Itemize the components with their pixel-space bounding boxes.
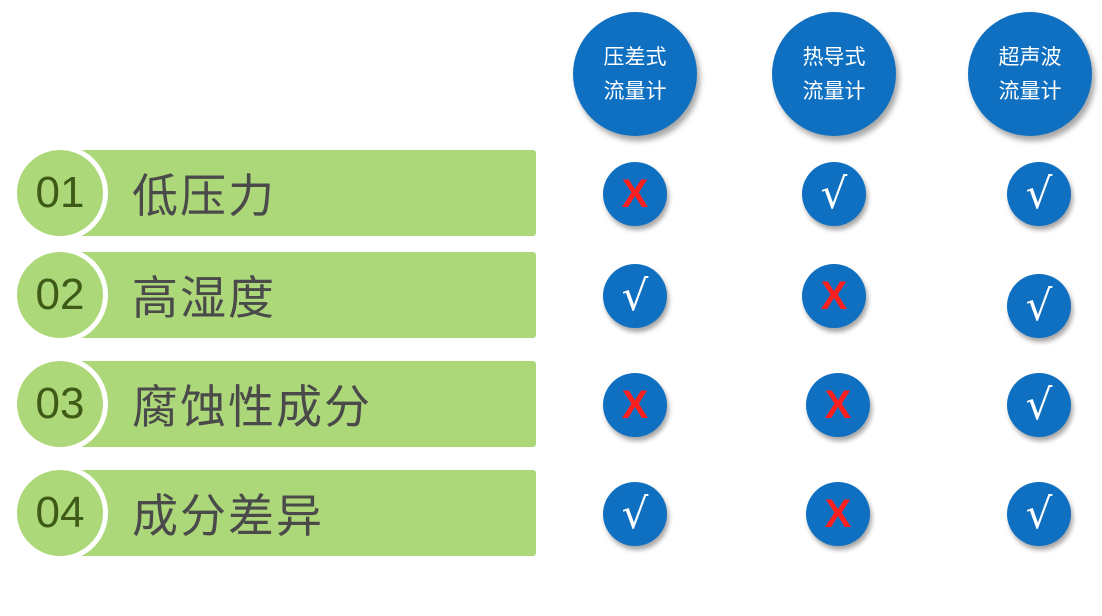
column-header-line2: 流量计 [802, 79, 866, 103]
mark-r2-c3: √ [1007, 274, 1071, 338]
column-header-line2: 流量计 [998, 79, 1062, 103]
column-header-line2: 流量计 [603, 79, 667, 103]
mark-r3-c2: X [806, 373, 870, 437]
mark-r3-c1: X [603, 373, 667, 437]
row-number: 02 [35, 270, 85, 319]
row-label-2: 高湿度 [132, 271, 276, 325]
row-label-4: 成分差异 [132, 489, 324, 543]
row-number: 03 [35, 379, 85, 428]
row-number: 04 [35, 488, 85, 537]
mark-r1-c3: √ [1007, 162, 1071, 226]
row-bar-4 [62, 470, 536, 556]
row-bar-3 [62, 361, 536, 447]
row-bar-1 [62, 150, 536, 236]
mark-r1-c2: √ [802, 162, 866, 226]
column-header-line1: 超声波 [998, 45, 1062, 69]
row-label-3: 腐蚀性成分 [132, 380, 372, 434]
mark-r4-c3: √ [1007, 482, 1071, 546]
row-bar-2 [62, 252, 536, 338]
row-number-badge-4: 04 [12, 465, 108, 561]
mark-r2-c1: √ [603, 264, 667, 328]
column-header-differential-pressure: 压差式 流量计 [573, 12, 697, 136]
row-label-1: 低压力 [132, 169, 276, 223]
row-number-badge-3: 03 [12, 356, 108, 452]
mark-r2-c2: X [802, 264, 866, 328]
column-header-ultrasonic: 超声波 流量计 [968, 12, 1092, 136]
mark-r4-c2: X [806, 482, 870, 546]
row-number: 01 [35, 168, 85, 217]
column-header-line1: 压差式 [603, 45, 667, 69]
row-number-badge-1: 01 [12, 145, 108, 241]
column-header-line1: 热导式 [802, 45, 866, 69]
mark-r4-c1: √ [603, 482, 667, 546]
mark-r3-c3: √ [1007, 373, 1071, 437]
row-number-badge-2: 02 [12, 247, 108, 343]
column-header-thermal: 热导式 流量计 [772, 12, 896, 136]
mark-r1-c1: X [603, 162, 667, 226]
